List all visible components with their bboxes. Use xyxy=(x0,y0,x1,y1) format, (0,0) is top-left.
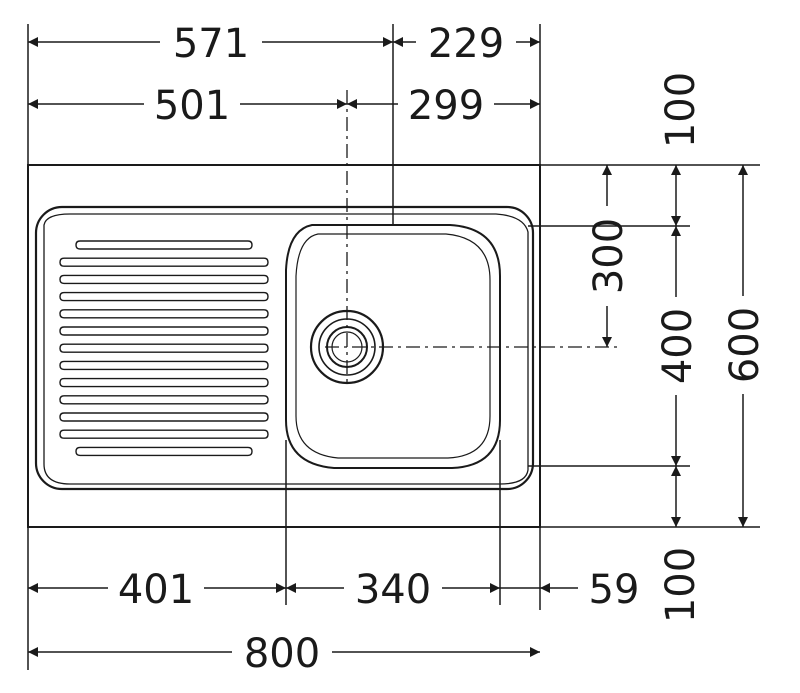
dim-label-300: 300 xyxy=(586,218,632,294)
drainer-rib xyxy=(75,446,253,457)
dim-501: 501 xyxy=(28,83,347,129)
dim-571: 571 xyxy=(28,21,393,67)
bowl-outline xyxy=(285,224,501,469)
drainer-rib xyxy=(59,291,269,302)
dim-299: 299 xyxy=(347,83,540,129)
dim-229: 229 xyxy=(393,21,540,67)
drainer-rib xyxy=(59,395,269,405)
extension-lines xyxy=(27,24,760,670)
dim-label-400: 400 xyxy=(655,308,701,384)
drainer-rib xyxy=(59,343,269,353)
drainer-rib xyxy=(59,377,269,388)
dim-label-299: 299 xyxy=(408,83,484,129)
dim-label-59: 59 xyxy=(589,567,640,613)
drainer-rib xyxy=(59,257,269,267)
dim-label-600: 600 xyxy=(722,307,768,383)
dim-label-401: 401 xyxy=(118,567,194,613)
drainer-rib xyxy=(59,360,269,371)
dim-800: 800 xyxy=(28,631,540,677)
dim-300: 300 xyxy=(586,165,632,347)
dim-label-100-top: 100 xyxy=(658,72,704,148)
drainer-rib xyxy=(59,274,269,285)
drainer-rib xyxy=(59,412,269,422)
dim-340: 340 xyxy=(286,567,500,613)
dim-59: 59 xyxy=(500,567,639,613)
drainer-ribs xyxy=(59,240,269,457)
drainer-rib xyxy=(59,326,269,336)
sink-outline xyxy=(27,164,541,528)
drainer-rib xyxy=(59,309,269,319)
dim-label-571: 571 xyxy=(173,21,249,67)
sink-rim xyxy=(34,205,535,491)
cutout-rectangle xyxy=(27,164,541,528)
sink-inner-rim xyxy=(43,213,529,485)
dim-label-229: 229 xyxy=(428,21,504,67)
dim-label-340: 340 xyxy=(355,567,431,613)
drainer-rib xyxy=(75,240,253,250)
dim-label-100-bottom: 100 xyxy=(658,547,704,623)
bowl-inner-outline xyxy=(295,233,491,459)
dim-401: 401 xyxy=(28,567,286,613)
drainer-rib xyxy=(59,429,269,439)
dim-600: 600 xyxy=(722,165,768,527)
dim-label-501: 501 xyxy=(154,83,230,129)
bowl xyxy=(285,224,501,469)
dim-400: 400 xyxy=(655,165,701,527)
center-lines xyxy=(325,90,622,385)
dim-label-800: 800 xyxy=(244,631,320,677)
